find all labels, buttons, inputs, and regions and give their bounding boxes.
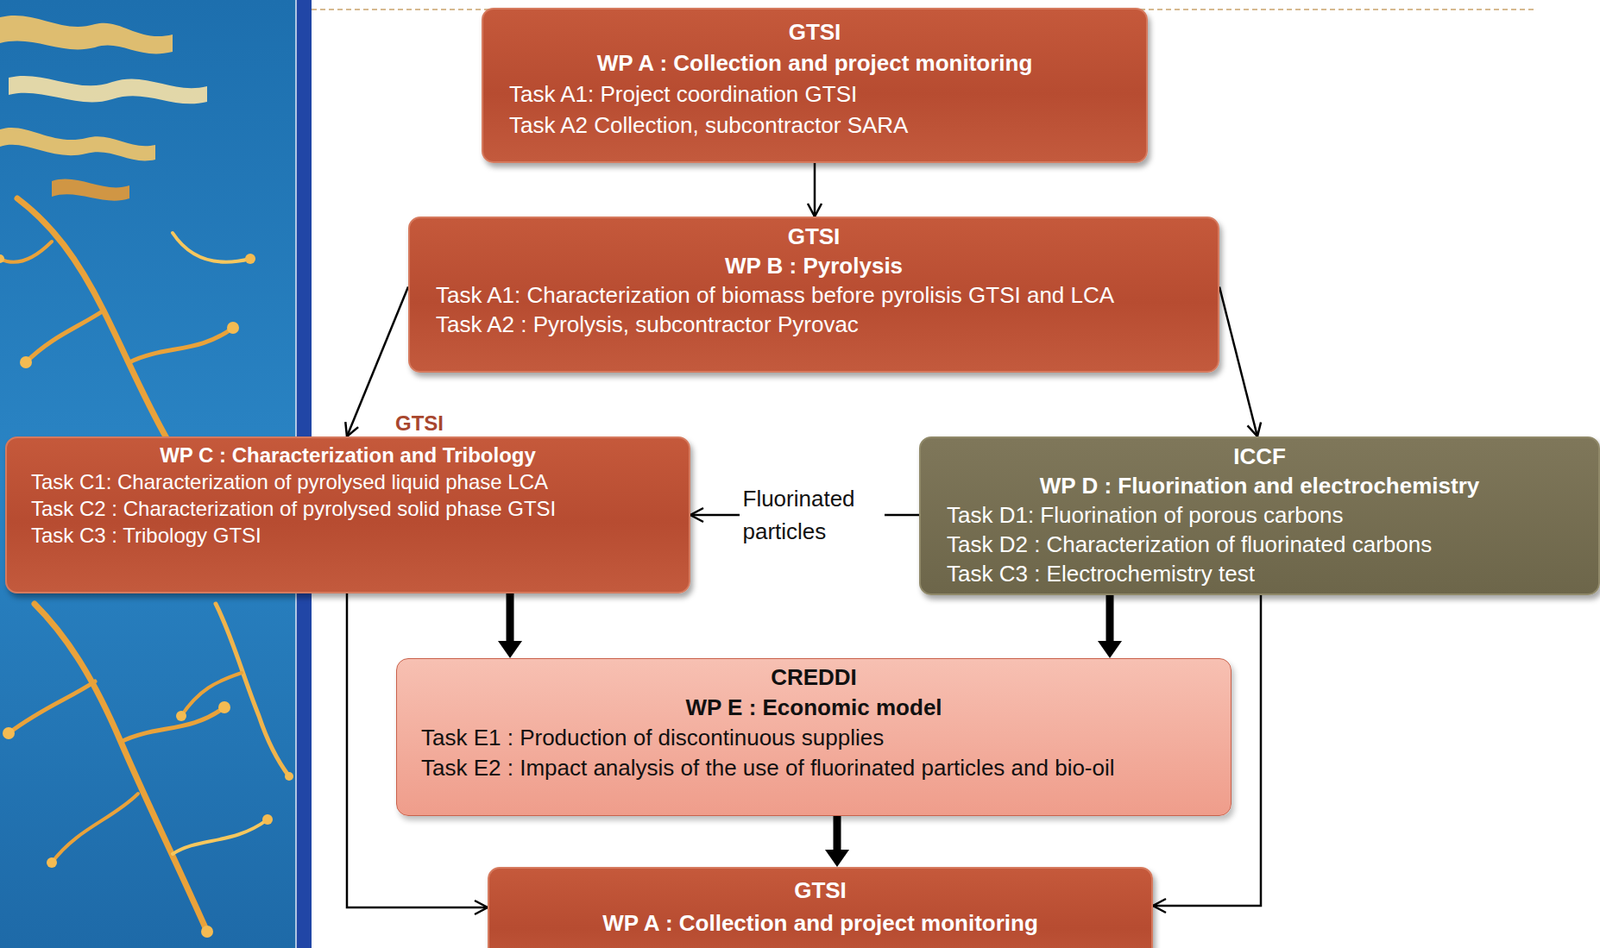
connector-line [813,163,817,217]
connector-line [1106,595,1115,643]
task-text: Task D1: Fluorination of porous carbons [946,500,1573,530]
flow-arrow [825,816,850,868]
package-title: WP D : Fluorination and electrochemistry [946,471,1573,501]
task-text: Task D2 : Characterization of fluorinate… [946,529,1573,560]
flow-arrow [1097,595,1122,659]
task-text: Task A2 Collection, subcontractor SARA [509,109,1121,141]
owner-heading: GTSI [515,874,1126,908]
package-title: WP B : Pyrolysis [435,251,1192,281]
package-title: WP A : Collection and project monitoring [515,907,1126,940]
task-text: Task E2 : Impact analysis of the use of … [421,753,1207,784]
owner-heading: ICCF [946,441,1573,472]
package-title: WP E : Economic model [421,692,1207,724]
work-package-box: ICCFWP D : Fluorination and electrochemi… [919,436,1600,596]
connector-line [506,593,515,643]
seaweed-bladders [0,253,294,939]
work-package-box: GTSIWP A : Collection and project monito… [481,7,1148,164]
task-text: Task C3 : Electrochemistry test [946,559,1573,589]
work-package-box: GTSIWP A : Collection and project monito… [487,867,1153,948]
task-text: Task E1 : Production of discontinuous su… [421,723,1207,754]
arrow-head [497,641,523,659]
task-text: Task C3 : Tribology GTSI [31,522,665,549]
edge-label: Fluorinated particles [739,482,885,549]
arrow-head [825,850,850,868]
owner-heading: GTSI [395,409,444,437]
task-text: Task A1: Characterization of biomass bef… [435,280,1192,310]
connector [807,163,822,217]
connector-line [1219,286,1258,437]
work-package-box: GTSIWP B : PyrolysisTask A1: Characteriz… [408,216,1220,373]
owner-heading: GTSI [435,221,1192,252]
flow-arrow [497,593,523,659]
connector-line [833,816,842,852]
package-title: WP A : Collection and project monitoring [509,47,1121,79]
task-text: Task C2 : Characterization of pyrolysed … [31,495,665,523]
owner-heading: GTSI [509,16,1121,48]
surface-reflections [0,15,208,202]
work-package-box: GTSIWP C : Characterization and Tribolog… [5,436,691,594]
task-text: Task A1: Project coordination GTSI [509,78,1121,110]
arrow-head [1097,641,1122,659]
task-text: Task A2 : Pyrolysis, subcontractor Pyrov… [435,309,1192,340]
work-package-box: CREDDIWP E : Economic modelTask E1 : Pro… [396,658,1232,817]
owner-heading: CREDDI [421,662,1207,693]
connector [1219,286,1261,437]
package-title: WP C : Characterization and Tribology [31,441,665,469]
task-text: Task C1: Characterization of pyrolysed l… [31,468,665,496]
